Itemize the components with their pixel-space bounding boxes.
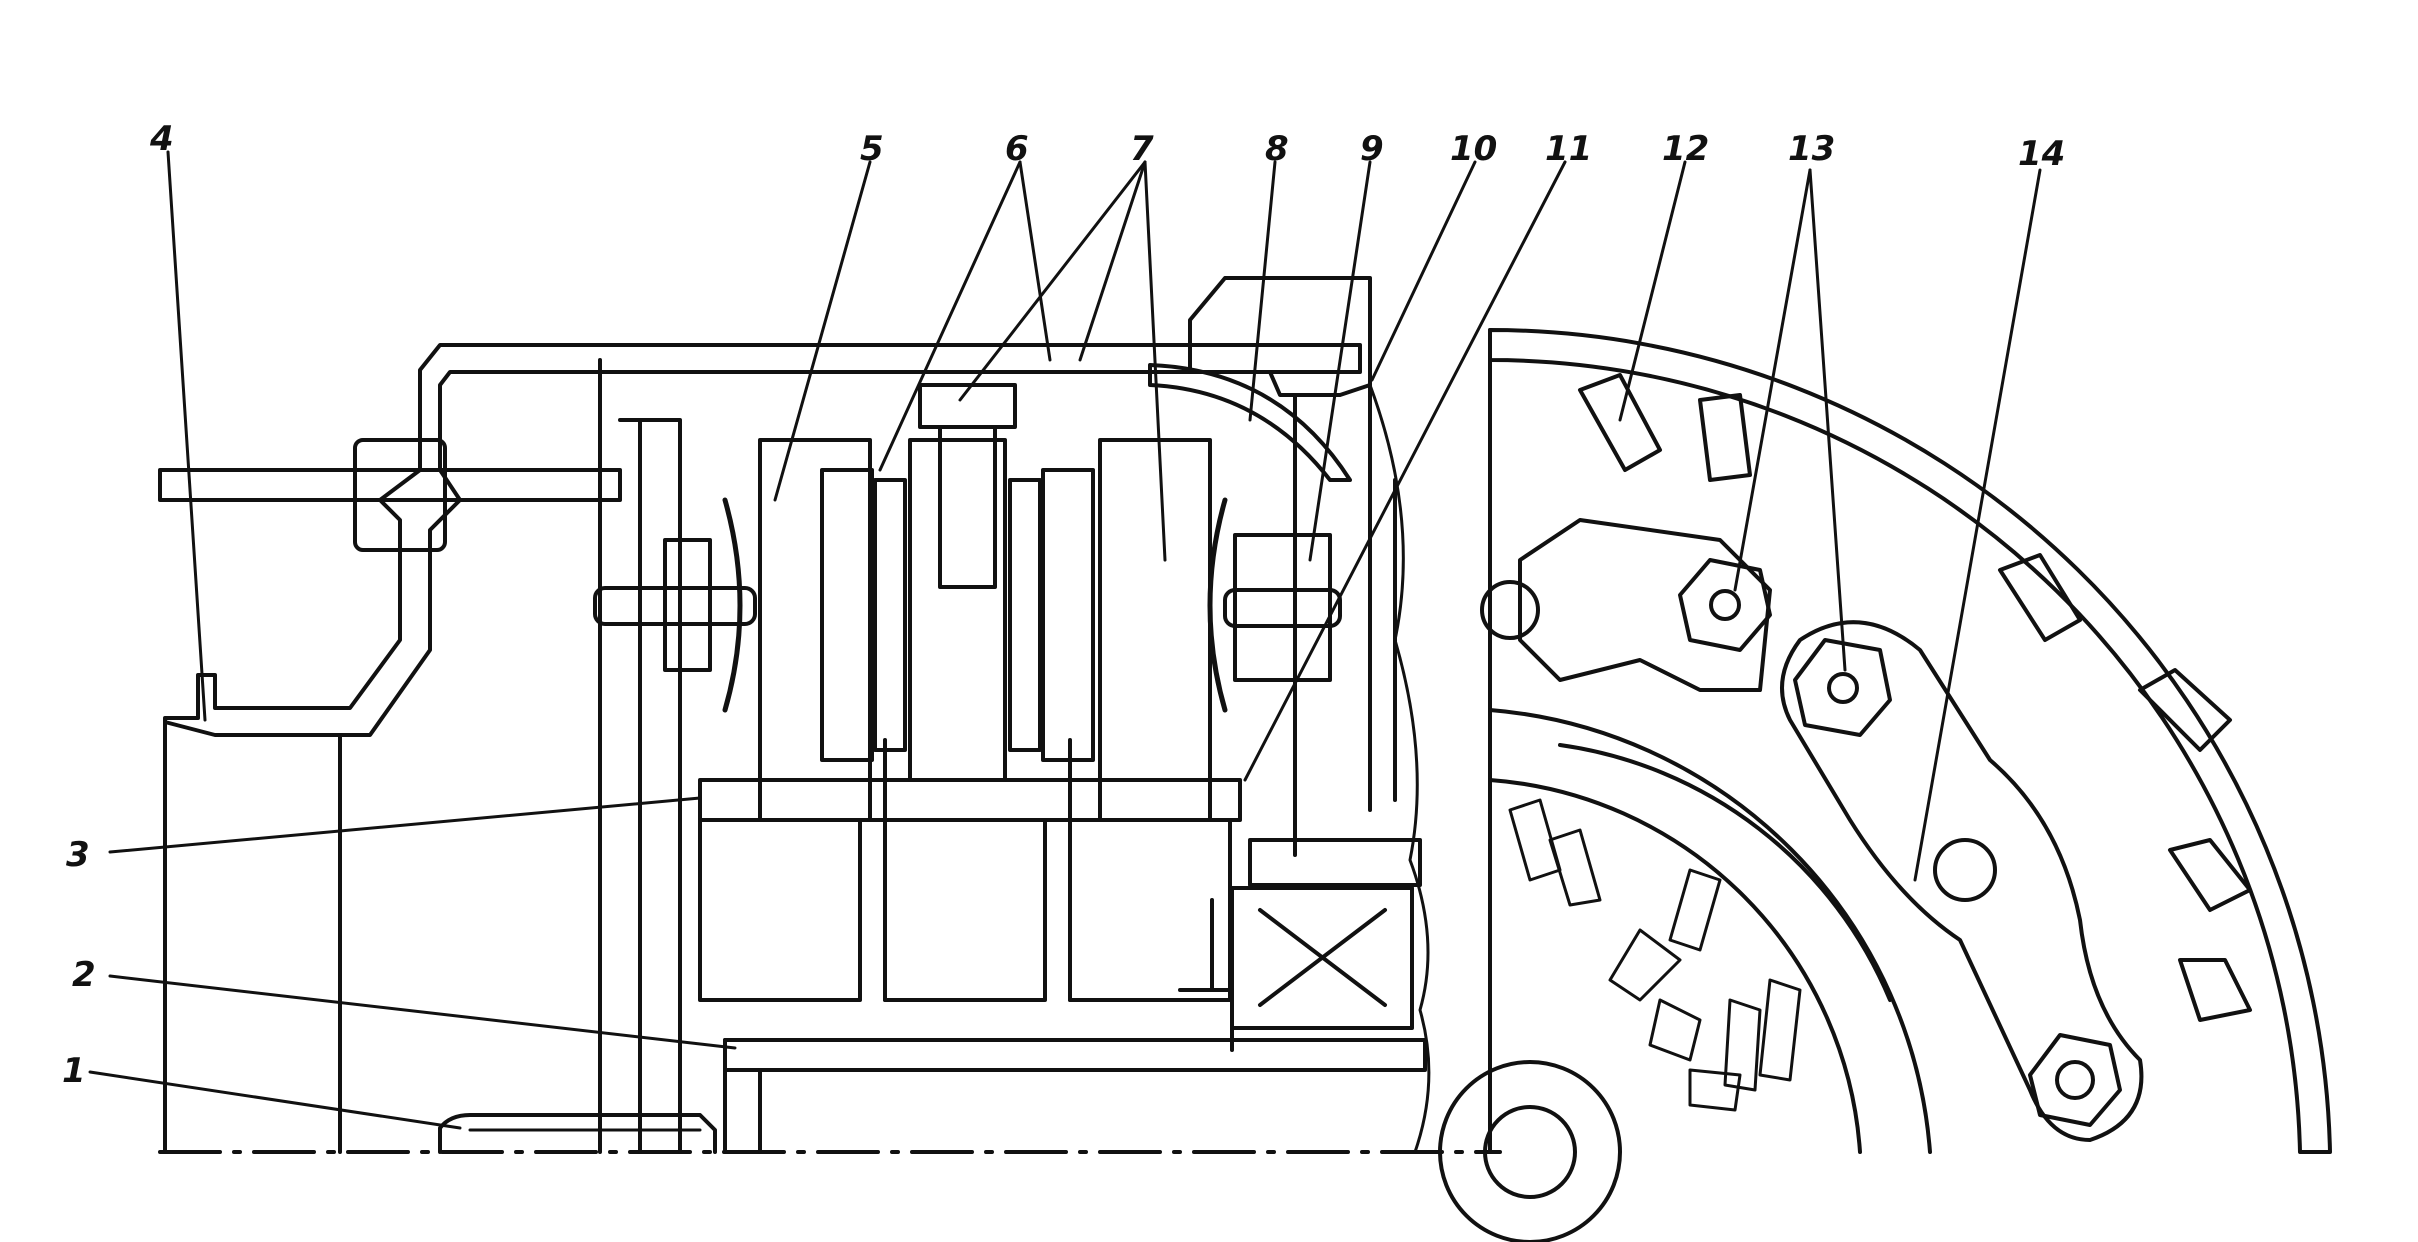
callout-5: 5 [860, 129, 884, 169]
terminal-lead [1178, 898, 1234, 1052]
callout-1: 1 [62, 1051, 86, 1091]
lower-block-1 [698, 818, 862, 1002]
nut-bottom [2028, 1033, 2122, 1127]
sleeve [723, 1038, 1427, 1072]
outer-teeth [1578, 373, 2252, 1022]
friction-shoe-2 [1041, 468, 1095, 762]
callout-3: 3 [66, 835, 90, 875]
shaft-end [438, 1113, 717, 1154]
cable [1148, 363, 1352, 482]
friction-disc-2 [1008, 478, 1042, 752]
pivot-middle [1933, 838, 1997, 902]
control-rod [158, 468, 622, 502]
callout-4: 4 [149, 119, 174, 159]
inner-drum-ring [1558, 743, 1892, 1002]
friction-disc-1 [873, 478, 907, 752]
lever-12 [1518, 518, 1772, 692]
stud-left-nut [663, 538, 712, 672]
nut-13a [1678, 558, 1772, 652]
central-hub [908, 438, 1007, 782]
end-view [1438, 328, 2332, 1242]
hub-center [1438, 1060, 1622, 1242]
spring-washer-left [722, 497, 743, 713]
inner-drum-outer [1488, 708, 1932, 1154]
nut-bottom-hole [2055, 1060, 2095, 1100]
magnet-base [698, 778, 1242, 822]
section-breakline [1368, 383, 1431, 1154]
hub-center-bore [1483, 1105, 1577, 1199]
nut-13b [1793, 638, 1892, 737]
terminal-box [1230, 886, 1414, 1030]
housing-boss [1188, 276, 1372, 397]
stud-right [1223, 588, 1342, 628]
housing-shell [163, 343, 1362, 737]
inner-support [598, 358, 682, 1154]
callout-12: 12 [1662, 129, 1709, 169]
stud-right-nut [1233, 533, 1332, 682]
nut-13a-hole [1709, 589, 1741, 621]
callout-6: 6 [1005, 129, 1029, 169]
sleeve-end [723, 1038, 762, 1154]
callout-labels: 1 2 3 4 5 6 7 8 9 10 11 12 13 14 [62, 119, 2065, 1091]
nut-13b-hole [1827, 672, 1859, 704]
inner-blades [1508, 798, 1802, 1112]
callout-9: 9 [1360, 129, 1384, 169]
callout-11: 11 [1545, 129, 1592, 169]
magnet-body-right [1098, 438, 1212, 822]
terminal-cross [1258, 908, 1387, 1007]
inner-drum-inner [1488, 778, 1862, 1154]
outer-rim [1488, 328, 2332, 1154]
callout-10: 10 [1450, 129, 1497, 169]
lower-block-2 [883, 818, 1047, 1002]
callout-7: 7 [1130, 129, 1154, 169]
hub-bolt [938, 425, 997, 589]
spring-washer-right [1207, 497, 1228, 713]
callout-14: 14 [2018, 134, 2065, 174]
stud-left [593, 586, 757, 626]
lower-block-3 [1068, 818, 1232, 1002]
callout-13: 13 [1788, 129, 1835, 169]
callout-8: 8 [1265, 129, 1289, 169]
leader-lines [88, 150, 2042, 1130]
cross-section-view [158, 276, 1502, 1154]
terminal-box-cap [1248, 838, 1422, 887]
lever-14 [1780, 620, 2144, 1142]
pivot-left [1480, 580, 1540, 640]
callout-2: 2 [72, 955, 96, 995]
friction-shoe-1 [820, 468, 874, 762]
rod-nut [353, 438, 447, 552]
